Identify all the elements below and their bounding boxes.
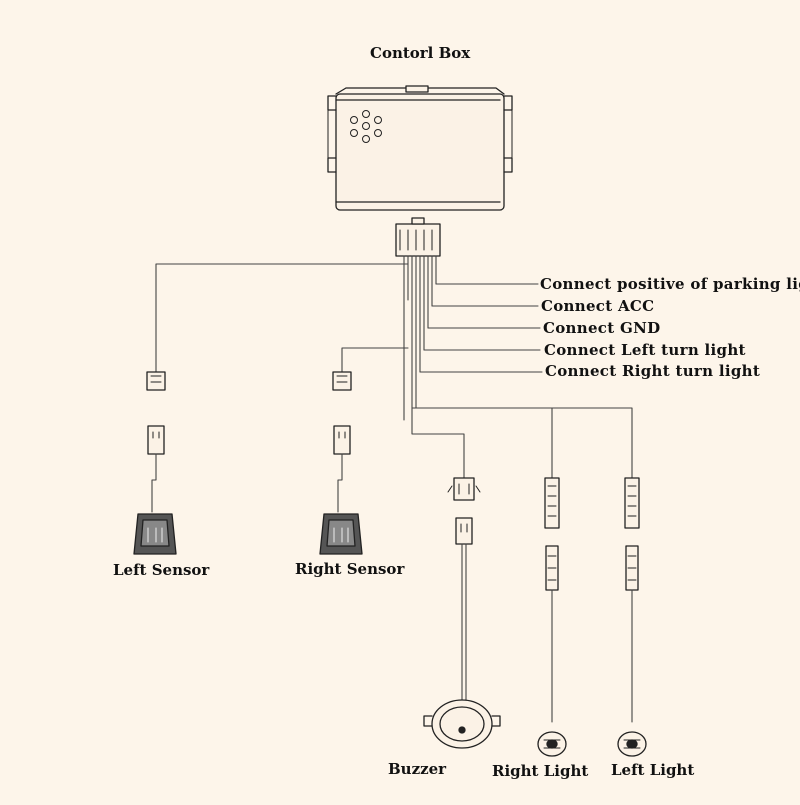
left-sensor [133,513,177,555]
connection-leads [419,283,543,373]
left-light [617,731,647,757]
connection-label-parking-light: Connect positive of parking light [540,275,800,293]
right-sensor [319,513,363,555]
connection-label-acc: Connect ACC [541,297,655,315]
buzzer-wiring [411,407,481,701]
wire-harness [403,255,437,421]
left-sensor-label: Left Sensor [113,561,210,579]
connection-label-left-turn: Connect Left turn light [544,341,746,359]
control-box [327,85,513,211]
connection-label-right-turn: Connect Right turn light [545,362,761,380]
buzzer [423,699,501,749]
buzzer-label: Buzzer [388,760,447,778]
right-light-wiring [415,395,560,723]
speaker-icon [350,110,382,143]
left-light-label: Left Light [611,761,695,779]
right-sensor-wiring [332,347,409,513]
left-light-wiring [411,407,640,723]
right-light-label: Right Light [492,762,589,780]
control-box-title: Contorl Box [370,44,471,62]
connection-label-gnd: Connect GND [543,319,661,337]
right-sensor-label: Right Sensor [295,560,405,578]
left-sensor-wiring [146,263,409,513]
main-connector [395,217,441,257]
right-light [537,731,567,757]
